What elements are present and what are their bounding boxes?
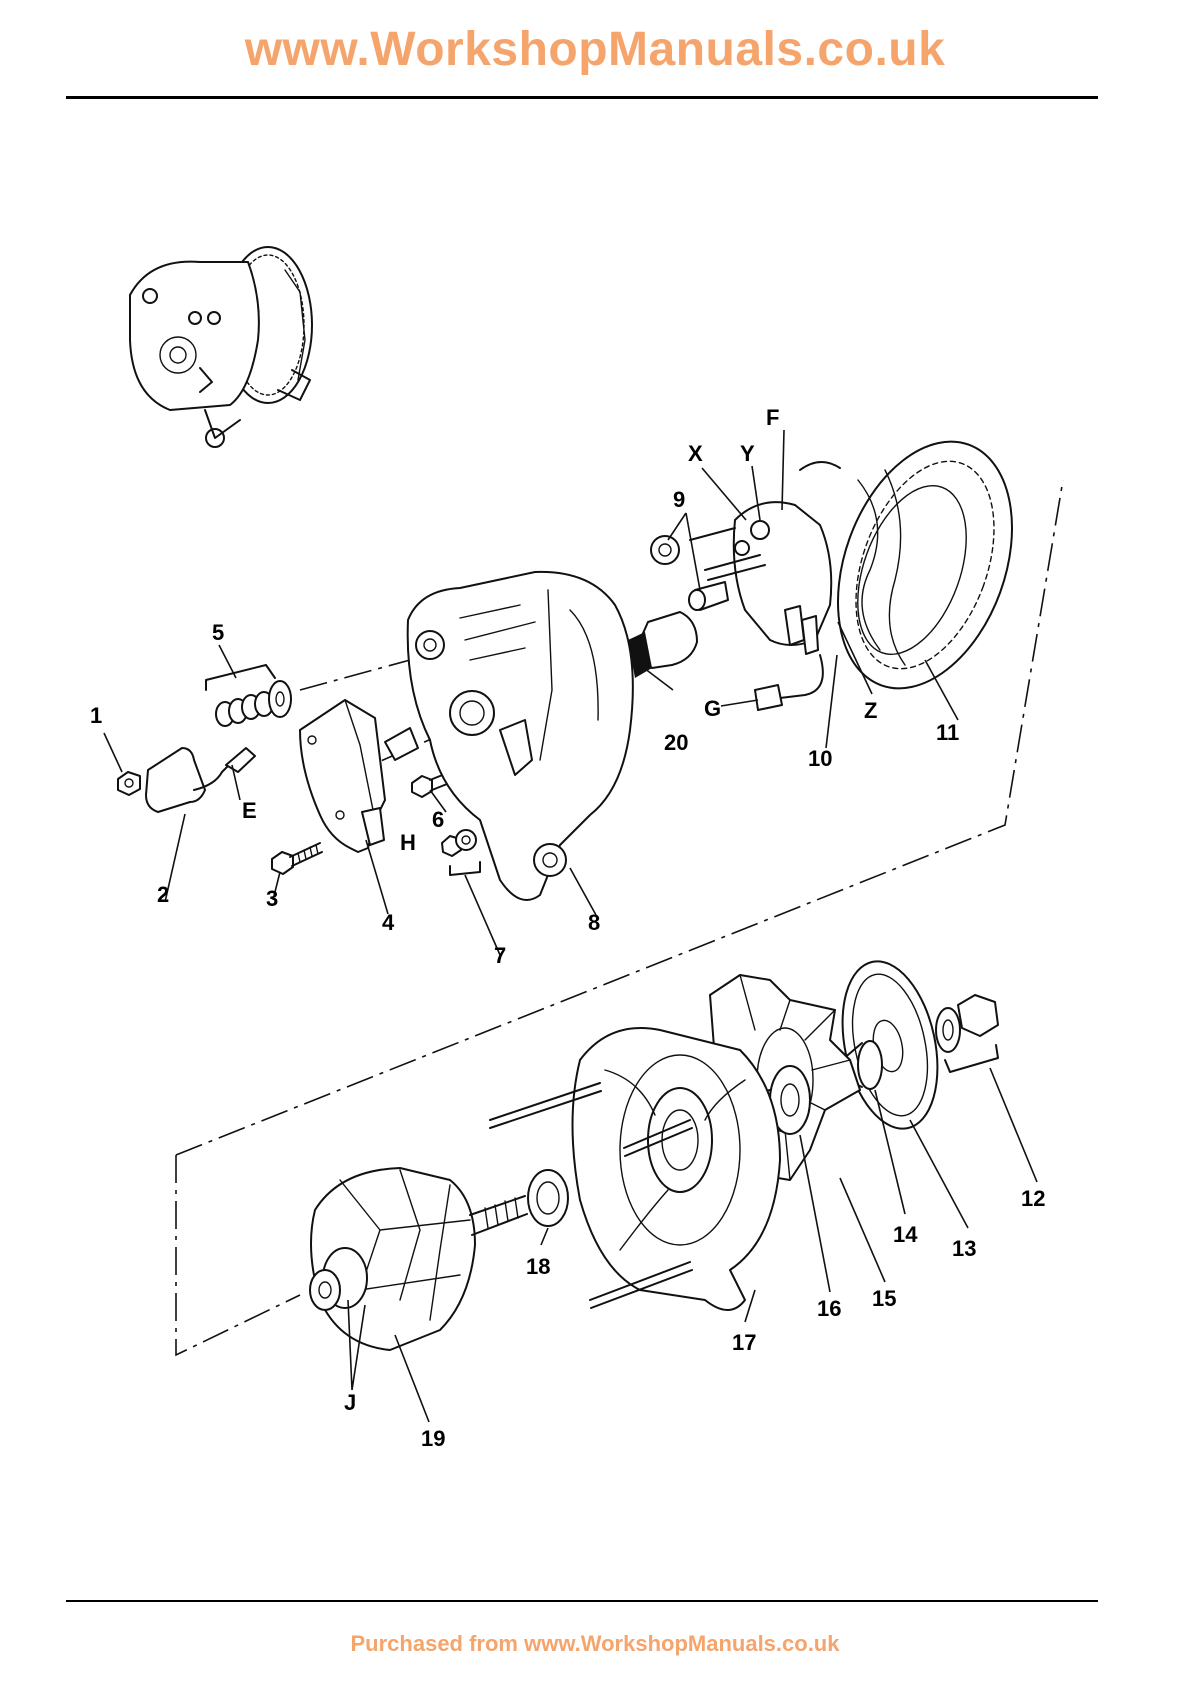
part-20-cover [628,612,697,678]
label-16: 16 [817,1296,841,1321]
part-8-end-bracket [408,572,633,900]
label-8: 8 [588,910,600,935]
footer-purchase-text: Purchased from www.WorkshopManuals.co.uk [0,1631,1190,1657]
part-5-stack [206,665,291,726]
label-H: H [400,830,416,855]
label-3: 3 [266,886,278,911]
part-1-nut [118,772,140,795]
part-18-bearing [528,1170,568,1226]
label-12: 12 [1021,1186,1045,1211]
label-2: 2 [157,882,169,907]
part-19-rotor [310,1168,527,1350]
label-9: 9 [673,487,685,512]
label-14: 14 [893,1222,918,1247]
label-E: E [242,798,257,823]
label-G: G [704,696,721,721]
label-17: 17 [732,1330,756,1355]
label-F: F [766,405,779,430]
label-X: X [688,441,703,466]
label-20: 20 [664,730,688,755]
label-Z: Z [864,698,877,723]
label-Y: Y [740,441,755,466]
assembled-alternator-illustration [130,247,312,447]
label-1: 1 [90,703,102,728]
label-10: 10 [808,746,832,771]
part-7-nut-washer [442,830,480,875]
footer-rule [66,1600,1098,1602]
part-2-capacitor [146,748,255,812]
label-5: 5 [212,620,224,645]
part-12-pulley-nut [936,995,998,1072]
label-18: 18 [526,1254,550,1279]
part-13-pulley [828,953,951,1138]
label-19: 19 [421,1426,445,1451]
part-11-stator [800,417,1044,712]
label-6: 6 [432,807,444,832]
label-13: 13 [952,1236,976,1261]
label-J: J [344,1390,356,1415]
part-3-screw [272,843,322,874]
label-4: 4 [382,910,395,935]
label-15: 15 [872,1286,896,1311]
label-7: 7 [494,943,506,968]
part-9-bushes [651,536,728,610]
label-11: 11 [936,720,959,745]
